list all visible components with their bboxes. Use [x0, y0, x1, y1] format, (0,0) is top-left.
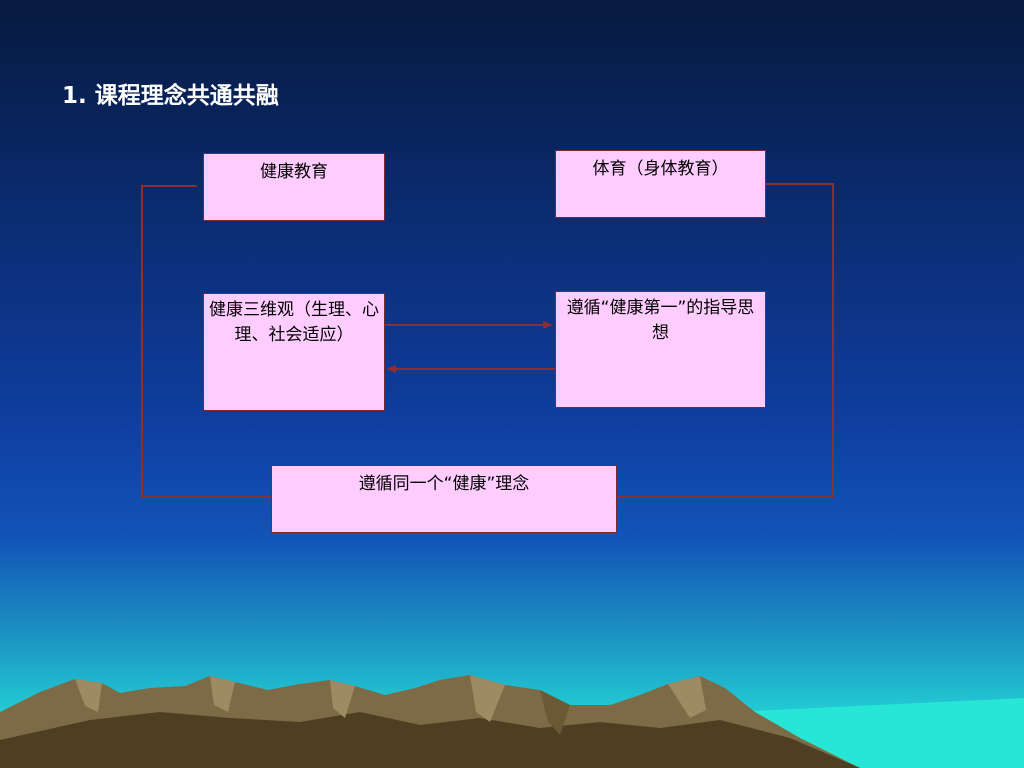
mountain-ridge-1: [75, 679, 102, 712]
health-education-box: 健康教育: [203, 153, 385, 221]
mountain-ridge-6: [540, 690, 570, 735]
shared-health-concept-box: 遵循同一个“健康”理念: [271, 465, 617, 533]
mountain-ridge-4: [470, 675, 505, 722]
mountain-shadow: [0, 712, 860, 768]
arrow-head-right: [543, 321, 553, 329]
left-loop-line: [141, 185, 271, 498]
connector-lines: [141, 183, 834, 498]
three-dimensional-health-view-box: 健康三维观（生理、心理、社会适应）: [203, 293, 385, 411]
health-first-principle-box: 遵循“健康第一”的指导思想: [555, 291, 766, 408]
mountain-ridge-5: [668, 676, 706, 718]
physical-education-box: 体育（身体教育）: [555, 150, 766, 218]
mountain-ridge-2: [210, 676, 235, 712]
arrow-head-left: [386, 365, 396, 373]
slide-title: 1. 课程理念共通共融: [62, 83, 279, 109]
right-loop-line: [617, 183, 834, 498]
mountain-ridge-3: [330, 680, 355, 718]
